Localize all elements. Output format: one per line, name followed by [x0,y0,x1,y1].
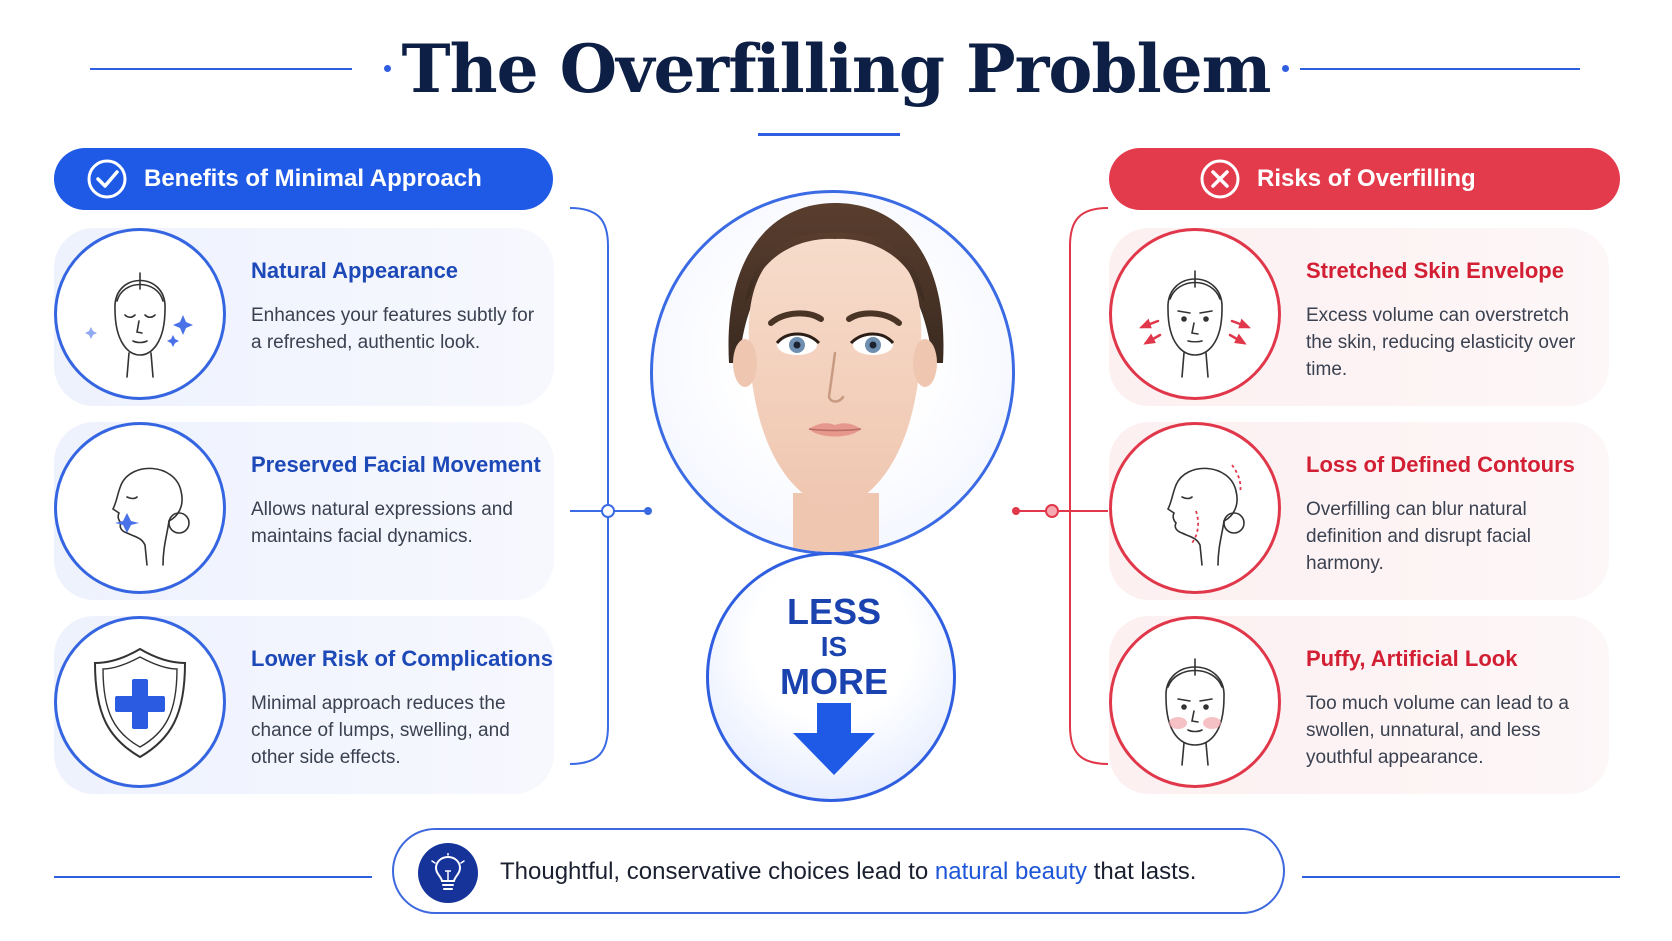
page-title: The Overfilling Problem [401,30,1272,108]
check-circle-icon [87,159,127,199]
risk-card-loss-contours: Loss of Defined Contours Overfilling can… [1109,422,1609,600]
risk-title: Stretched Skin Envelope [1306,258,1564,283]
lightbulb-badge [418,843,478,903]
title-rule-right-dot [1282,65,1289,72]
is-word: IS [820,631,848,662]
risk-icon-circle [1109,616,1281,788]
risk-card-puffy-look: Puffy, Artificial Look Too much volume c… [1109,616,1609,794]
footer-text: Thoughtful, conservative choices lead to… [500,858,1196,886]
center-face-circle [650,190,1015,555]
less-word: LESS [786,591,882,632]
shield-plus-icon [93,647,187,759]
blurred-profile-icon [1166,464,1245,566]
face-sparkle-icon [85,272,193,378]
arrow-down-icon [793,703,875,775]
more-word: MORE [780,661,888,702]
benefits-header-label: Benefits of Minimal Approach [144,165,482,192]
benefit-card-preserved-movement: Preserved Facial Movement Allows natural… [54,422,554,600]
benefit-icon-circle [54,228,226,400]
risk-title: Loss of Defined Contours [1306,452,1575,477]
benefit-card-natural-appearance: Natural Appearance Enhances your feature… [54,228,554,406]
benefits-header: Benefits of Minimal Approach [54,148,553,210]
lightbulb-icon [431,853,465,890]
risk-title: Puffy, Artificial Look [1306,646,1518,671]
title-rule-left [90,68,352,70]
risk-icon-circle [1109,228,1281,400]
risks-bracket [1012,207,1109,765]
x-circle-icon [1200,159,1240,199]
benefits-bracket [569,207,652,765]
title-underline [758,133,900,136]
profile-face-icon [111,467,190,566]
risk-text: Excess volume can overstretch the skin, … [1306,305,1576,380]
risk-text: Too much volume can lead to a swollen, u… [1306,693,1569,768]
benefit-text: Minimal approach reduces the chance of l… [251,693,510,768]
footer-highlight: natural beauty [934,858,1088,885]
benefit-title: Lower Risk of Complications [251,646,553,671]
footer-text-before: Thoughtful, conservative choices lead to [500,858,935,885]
less-is-more-circle: LESS IS MORE [706,552,956,802]
footer-rule-right [1302,876,1620,878]
footer-message: Thoughtful, conservative choices lead to… [392,828,1285,914]
stretched-face-icon [1138,270,1252,378]
benefit-card-lower-risk: Lower Risk of Complications Minimal appr… [54,616,554,794]
risks-header-label: Risks of Overfilling [1257,165,1476,192]
footer-text-after: that lasts. [1087,858,1197,885]
benefit-title: Preserved Facial Movement [251,452,541,477]
puffy-face-icon [1165,658,1225,766]
benefit-text: Enhances your features subtly for a refr… [251,305,535,353]
benefit-icon-circle [54,616,226,788]
risk-text: Overfilling can blur natural definition … [1306,499,1531,574]
title-rule-right [1300,68,1580,70]
benefit-icon-circle [54,422,226,594]
risk-card-stretched-skin: Stretched Skin Envelope Excess volume ca… [1109,228,1609,406]
footer-rule-left [54,876,372,878]
risk-icon-circle [1109,422,1281,594]
risks-header: Risks of Overfilling [1109,148,1620,210]
benefit-text: Allows natural expressions and maintains… [251,499,513,547]
title-rule-left-dot [384,65,391,72]
benefit-title: Natural Appearance [251,258,459,283]
woman-face-illustration [728,203,944,552]
